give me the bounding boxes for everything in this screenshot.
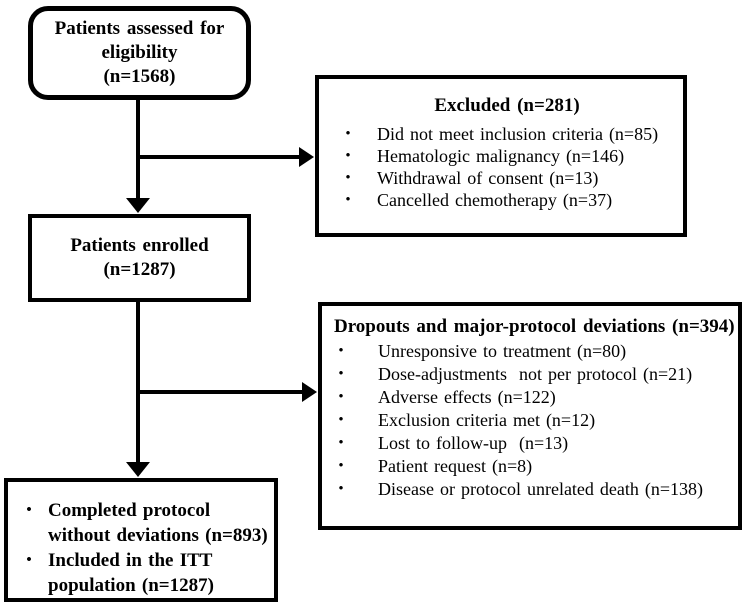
- list-item: • Included in the ITT population (n=1287…: [22, 548, 268, 598]
- box-patients-assessed-text: Patients assessed for eligibility (n=156…: [54, 18, 225, 87]
- list-item: • Cancelled chemotherapy (n=37): [341, 189, 673, 211]
- list-item-text: Did not meet inclusion criteria (n=85): [377, 124, 659, 144]
- list-item: • Adverse effects (n=122): [334, 386, 732, 409]
- list-item: • Did not meet inclusion criteria (n=85): [341, 123, 673, 145]
- list-item-text: Included in the ITT population (n=1287): [48, 550, 214, 596]
- bullet-icon: •: [345, 126, 351, 142]
- list-item-text: Dose-adjustments not per protocol (n=21): [378, 364, 693, 384]
- box-patients-enrolled-text: Patients enrolled (n=1287): [70, 235, 209, 280]
- box-completed-itt: • Completed protocol without deviations …: [4, 478, 278, 602]
- list-item-text: Cancelled chemotherapy (n=37): [377, 190, 613, 210]
- arrowhead-right-excluded-icon: [299, 147, 314, 167]
- bullet-icon: •: [338, 366, 344, 382]
- list-item-text: Patient request (n=8): [378, 456, 533, 476]
- list-item: • Lost to follow-up (n=13): [334, 432, 732, 455]
- list-item: • Dose-adjustments not per protocol (n=2…: [334, 363, 732, 386]
- bullet-icon: •: [338, 412, 344, 428]
- list-item-text: Withdrawal of consent (n=13): [377, 168, 599, 188]
- list-item-text: Disease or protocol unrelated death (n=1…: [378, 479, 704, 499]
- list-item: • Patient request (n=8): [334, 455, 732, 478]
- list-item-text: Exclusion criteria met (n=12): [378, 410, 596, 430]
- box-excluded: Excluded (n=281) • Did not meet inclusio…: [315, 75, 687, 237]
- arrowhead-down-completed-icon: [126, 462, 150, 477]
- list-item-text: Unresponsive to treatment (n=80): [378, 341, 627, 361]
- bullet-icon: •: [26, 502, 32, 518]
- bullet-icon: •: [338, 435, 344, 451]
- list-item: • Disease or protocol unrelated death (n…: [334, 478, 732, 501]
- list-item-text: Completed protocol without deviations (n…: [48, 500, 268, 546]
- box-excluded-title: Excluded (n=281): [434, 95, 580, 116]
- arrowhead-right-dropouts-icon: [302, 382, 317, 402]
- list-item: • Exclusion criteria met (n=12): [334, 409, 732, 432]
- list-item-text: Lost to follow-up (n=13): [378, 433, 569, 453]
- connector-assessed-to-enrolled: [136, 99, 140, 199]
- box-dropouts-title: Dropouts and major-protocol deviations (…: [334, 316, 735, 337]
- dropouts-list: • Unresponsive to treatment (n=80) • Dos…: [334, 340, 732, 501]
- bullet-icon: •: [345, 192, 351, 208]
- bullet-icon: •: [345, 170, 351, 186]
- list-item-text: Adverse effects (n=122): [378, 387, 556, 407]
- bullet-icon: •: [338, 481, 344, 497]
- box-patients-assessed: Patients assessed for eligibility (n=156…: [28, 6, 251, 100]
- bullet-icon: •: [345, 148, 351, 164]
- completed-list: • Completed protocol without deviations …: [22, 498, 268, 598]
- connector-enrolled-to-completed: [136, 301, 140, 463]
- list-item-text: Hematologic malignancy (n=146): [377, 146, 625, 166]
- list-item: • Unresponsive to treatment (n=80): [334, 340, 732, 363]
- bullet-icon: •: [26, 552, 32, 568]
- list-item: • Withdrawal of consent (n=13): [341, 167, 673, 189]
- connector-to-dropouts: [136, 390, 303, 394]
- bullet-icon: •: [338, 343, 344, 359]
- box-dropouts: Dropouts and major-protocol deviations (…: [318, 302, 742, 530]
- bullet-icon: •: [338, 458, 344, 474]
- bullet-icon: •: [338, 389, 344, 405]
- list-item: • Hematologic malignancy (n=146): [341, 145, 673, 167]
- list-item: • Completed protocol without deviations …: [22, 498, 268, 548]
- excluded-list: • Did not meet inclusion criteria (n=85)…: [341, 123, 673, 211]
- connector-to-excluded: [136, 155, 300, 159]
- box-patients-enrolled: Patients enrolled (n=1287): [28, 214, 251, 302]
- arrowhead-down-enrolled-icon: [126, 198, 150, 213]
